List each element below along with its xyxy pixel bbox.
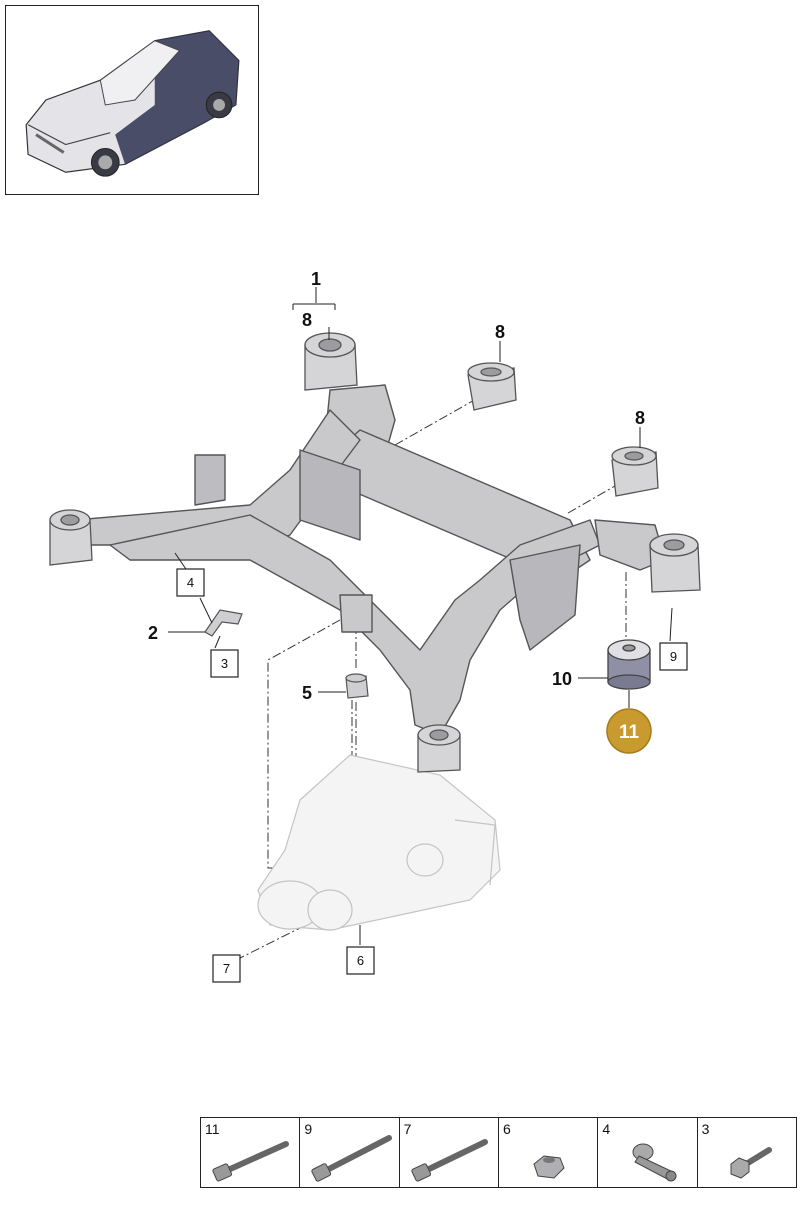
svg-text:7: 7 xyxy=(223,961,230,976)
boxed-callout-6: 6 xyxy=(346,946,375,975)
fastener-number: 3 xyxy=(701,1121,710,1137)
callout-5: 5 xyxy=(302,683,312,703)
callout-10: 10 xyxy=(552,669,572,689)
fastener-cell[interactable]: 4 xyxy=(598,1118,698,1187)
long-bolt-icon xyxy=(411,1139,488,1182)
part-nut-5 xyxy=(345,673,369,699)
subframe-bushings xyxy=(49,332,701,773)
fastener-number: 6 xyxy=(502,1121,511,1137)
callout-8-left: 8 xyxy=(302,310,312,330)
bushing-rear-left xyxy=(304,332,358,391)
svg-text:9: 9 xyxy=(670,649,677,664)
bushing-bottom xyxy=(417,724,461,773)
boxed-callout-4: 4 xyxy=(176,568,205,597)
svg-text:6: 6 xyxy=(357,953,364,968)
callout-2: 2 xyxy=(148,623,158,643)
svg-text:11: 11 xyxy=(619,722,640,743)
long-bolt-icon xyxy=(212,1141,289,1182)
part-bracket-2 xyxy=(204,609,243,637)
long-bolt-icon xyxy=(311,1135,393,1182)
fastener-number: 4 xyxy=(602,1121,611,1137)
svg-text:3: 3 xyxy=(221,656,228,671)
fastener-cell[interactable]: 3 xyxy=(698,1118,796,1187)
fastener-cell[interactable]: 9 xyxy=(300,1118,400,1187)
fastener-strip: 11 9 7 6 4 3 xyxy=(200,1117,797,1188)
highlight-badge-11[interactable]: 11 xyxy=(606,708,652,754)
vehicle-thumbnail xyxy=(5,5,259,195)
callout-8-right: 8 xyxy=(635,408,645,428)
boxed-callout-7: 7 xyxy=(212,954,241,983)
subframe xyxy=(74,384,666,736)
short-bolt-icon xyxy=(730,1147,772,1179)
rear-axle-subframe-diagram: 1 8 8 8 2 5 10 4 3 9 7 6 11 xyxy=(49,269,701,983)
fastener-number: 9 xyxy=(304,1121,313,1137)
bushing-front-left xyxy=(49,509,93,566)
flange-bushing-icon xyxy=(632,1143,677,1182)
highlighted-mount-10 xyxy=(607,639,651,690)
loose-bushing-8-center xyxy=(467,362,517,411)
callout-1: 1 xyxy=(311,269,321,289)
fastener-number: 7 xyxy=(403,1121,412,1137)
hex-nut-icon xyxy=(533,1155,565,1179)
boxed-callout-9: 9 xyxy=(659,642,688,671)
differential-ghost xyxy=(257,754,501,931)
fastener-cell[interactable]: 11 xyxy=(201,1118,301,1187)
fastener-cell[interactable]: 7 xyxy=(400,1118,499,1187)
bushing-front-right xyxy=(649,533,701,593)
svg-text:4: 4 xyxy=(187,575,194,590)
callout-8-center: 8 xyxy=(495,322,505,342)
boxed-callout-3: 3 xyxy=(210,649,239,678)
fastener-cell[interactable]: 6 xyxy=(499,1118,599,1187)
suv-illustration xyxy=(25,30,240,177)
loose-bushing-8-right xyxy=(611,446,659,497)
fastener-number: 11 xyxy=(205,1121,220,1137)
